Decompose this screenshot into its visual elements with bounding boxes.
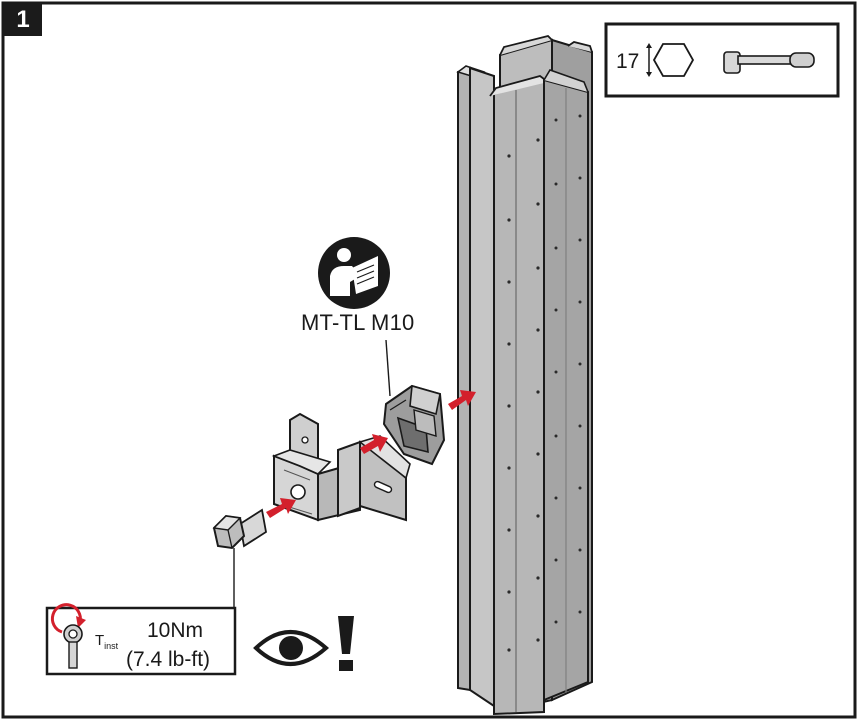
arrow-bracket-to-clamp	[360, 434, 388, 454]
wrench-size-label: 17	[616, 50, 640, 73]
eye-icon	[253, 630, 330, 666]
channel-nut-clamp	[382, 384, 446, 466]
torque-symbol-sub: inst	[104, 641, 119, 651]
direction-arrows	[266, 390, 476, 518]
hex-nut-size-icon	[646, 43, 695, 77]
read-manual-icon	[318, 237, 390, 309]
torque-symbol: Tinst	[95, 632, 118, 651]
part-label: MT-TL M10	[301, 310, 415, 335]
part-leader-line	[385, 339, 391, 397]
channel-rail	[456, 35, 593, 716]
torque-symbol-main: T	[95, 632, 105, 649]
step-number-badge: 1	[4, 4, 42, 36]
hex-bolt	[212, 508, 267, 550]
torque-box	[45, 603, 237, 676]
torque-wrench-icon	[50, 603, 86, 669]
tool-box	[604, 22, 840, 98]
exclamation-icon	[338, 616, 354, 671]
torque-value-imperial: (7.4 lb-ft)	[126, 648, 211, 671]
arrow-bolt-to-bracket	[266, 498, 296, 518]
arrow-clamp-to-rail	[448, 390, 476, 410]
ratchet-wrench-icon	[723, 51, 815, 74]
torque-value: 10Nm	[147, 619, 204, 642]
